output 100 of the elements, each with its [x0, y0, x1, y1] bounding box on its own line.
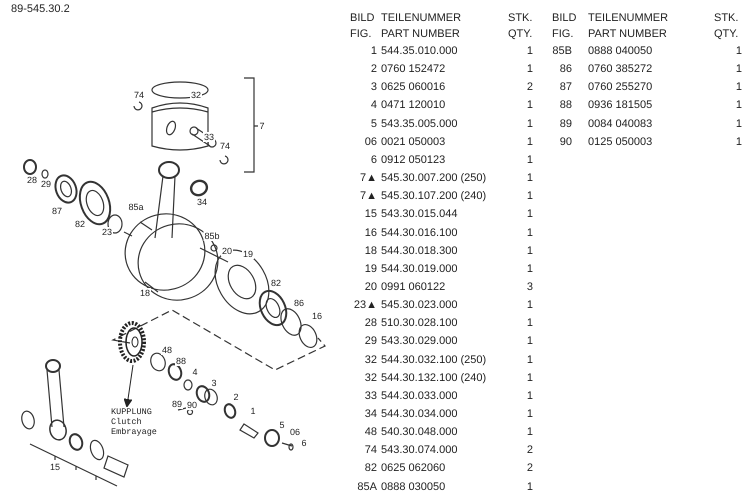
quantity: 1: [734, 63, 742, 76]
quantity: 1: [526, 408, 533, 421]
callout-number: 7: [258, 121, 266, 131]
callout-number: 15: [49, 462, 61, 472]
column-header: TEILENUMMER PART NUMBER: [588, 11, 670, 42]
column-header: STK. QTY.: [508, 11, 532, 42]
callout-number: 33: [203, 132, 215, 142]
callout-number: 90: [186, 400, 198, 410]
part-number: 545.30.107.200 (240): [381, 190, 486, 204]
part-number: 543.30.029.000: [381, 335, 458, 348]
figure-number: 88: [558, 99, 572, 112]
column-header: TEILENUMMER PART NUMBER: [381, 11, 462, 42]
quantity: 1: [526, 172, 533, 186]
quantity: 1: [734, 136, 742, 149]
callout-number: 48: [161, 345, 173, 355]
figure-number: 20: [364, 280, 377, 294]
part-number: 0471 120010: [381, 99, 446, 112]
callout-number: 06: [289, 427, 301, 437]
callout-number: 85a: [127, 202, 145, 212]
figure-number: 85A: [356, 480, 377, 494]
part-number: 543.30.015.044: [381, 208, 458, 222]
callout-number: 89: [171, 399, 183, 409]
quantity: 1: [734, 45, 742, 58]
figure-number: 16: [364, 226, 377, 240]
diagram-number: 89-545.30.2: [11, 3, 70, 16]
quantity: 1: [526, 335, 533, 348]
figure-number: 87: [558, 81, 572, 94]
callout-number: 5: [278, 420, 286, 430]
figure-number: 82: [364, 462, 377, 476]
part-number: 544.30.016.100: [381, 226, 458, 240]
quantity: 2: [526, 444, 533, 458]
callout-number: 82: [74, 219, 86, 229]
figure-number: 5: [370, 118, 377, 131]
quantity: 1: [526, 354, 533, 367]
quantity: 1: [526, 45, 533, 58]
figure-number: 6: [370, 154, 377, 167]
part-number: 0125 050003: [588, 136, 652, 149]
part-number: 0625 062060: [381, 462, 446, 476]
figure-number: 15: [364, 208, 377, 222]
part-number: 545.30.023.000: [381, 299, 458, 312]
quantity: 1: [526, 136, 533, 149]
figure-number: 33: [364, 390, 377, 403]
figure-number: 28: [364, 317, 377, 330]
part-number: 0888 040050: [588, 45, 652, 58]
part-number: 544.30.019.000: [381, 262, 458, 276]
part-number: 0912 050123: [381, 154, 446, 167]
figure-number: 29: [364, 335, 377, 348]
figure-number: 18: [364, 244, 377, 258]
column-header: BILD FIG.: [552, 11, 576, 42]
quantity: 1: [734, 118, 742, 131]
callout-number: 4: [192, 367, 198, 377]
quantity: 1: [526, 480, 533, 494]
figure-number: 89: [558, 118, 572, 131]
quantity: 1: [734, 81, 742, 94]
figure-number: 86: [558, 63, 572, 76]
callout-number: 28: [26, 175, 38, 185]
figure-number: 23▲: [352, 299, 377, 312]
column-header: STK. QTY.: [714, 11, 738, 42]
quantity: 1: [526, 262, 533, 276]
part-number: 0021 050003: [381, 136, 446, 149]
part-number: 544.30.034.000: [381, 408, 458, 421]
quantity: 1: [526, 299, 533, 312]
arrow: [124, 364, 134, 408]
figure-number: 06: [364, 136, 377, 149]
figure-number: 90: [558, 136, 572, 149]
callout-number: 3: [210, 378, 218, 388]
figure-number: 19: [364, 262, 377, 276]
callout-number: 18: [139, 288, 151, 298]
part-number: 0084 040083: [588, 118, 652, 131]
figure-number: 7▲: [358, 172, 377, 186]
callout-number: 34: [196, 197, 208, 207]
quantity: 1: [734, 99, 742, 112]
part-number: 545.30.007.200 (250): [381, 172, 486, 186]
quantity: 1: [526, 118, 533, 131]
callout-number: 82: [270, 278, 282, 288]
quantity: 3: [526, 280, 533, 294]
part-number: 544.30.132.100 (240): [381, 372, 486, 385]
part-number: 0991 060122: [381, 280, 446, 294]
quantity: 1: [526, 154, 533, 167]
column-header: BILD FIG.: [350, 11, 374, 42]
callout-number: 20: [221, 246, 233, 256]
callout-number: 6: [300, 438, 308, 448]
part-number: 0760 152472: [381, 63, 446, 76]
part-number: 0625 060016: [381, 81, 446, 94]
callout-number: 32: [190, 90, 202, 100]
quantity: 1: [526, 190, 533, 204]
quantity: 1: [526, 226, 533, 240]
quantity: 1: [526, 317, 533, 330]
part-number: 543.35.005.000: [381, 118, 458, 131]
figure-number: 1: [370, 45, 377, 58]
part-number: 0760 255270: [588, 81, 652, 94]
callout-number: 1: [250, 406, 256, 416]
part-number: 544.30.032.100 (250): [381, 354, 486, 367]
callout-number: 87: [51, 206, 63, 216]
callout-number: 74: [219, 141, 231, 151]
quantity: 1: [526, 390, 533, 403]
callout-number: 19: [242, 249, 254, 259]
callout-number: 88: [175, 356, 187, 366]
part-number: 540.30.048.000: [381, 426, 458, 440]
callout-number: 74: [133, 90, 145, 100]
